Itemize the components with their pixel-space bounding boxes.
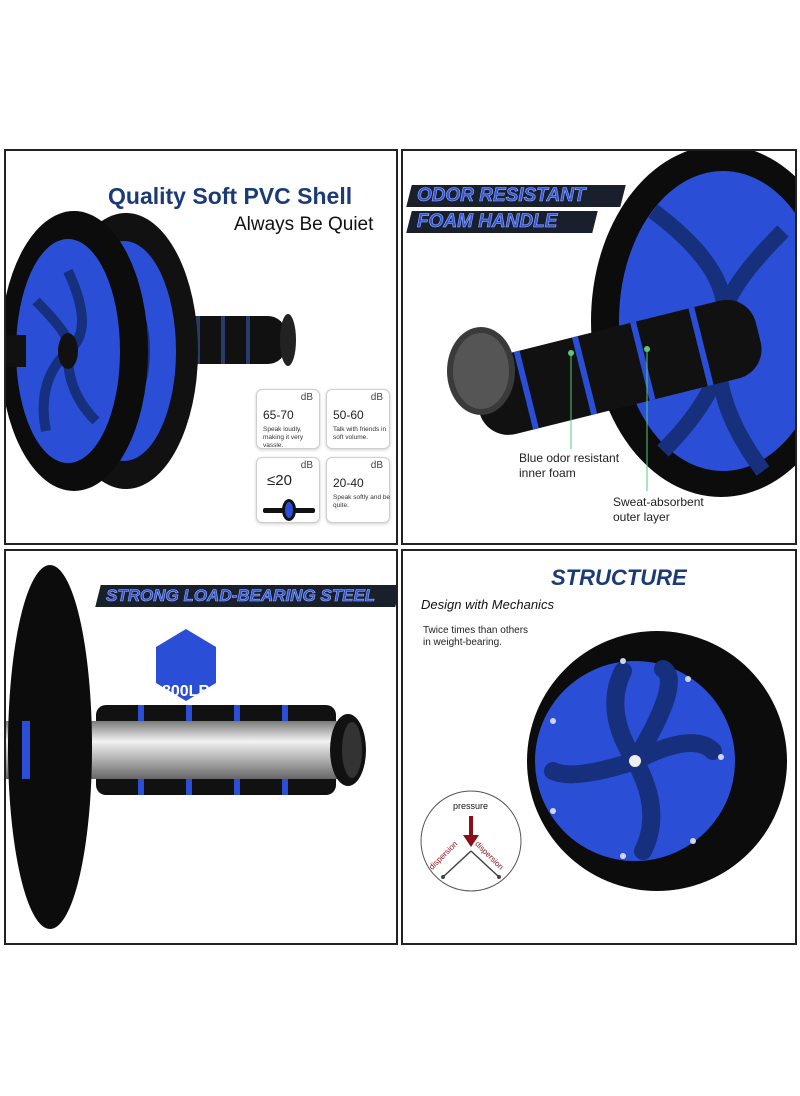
wheel-front-image bbox=[420, 631, 787, 892]
inner-foam-callout: Blue odor resistant inner foam bbox=[519, 451, 620, 480]
pressure-label: pressure bbox=[453, 801, 489, 811]
load-badge-hexagon bbox=[156, 629, 216, 701]
handle-grip bbox=[176, 316, 286, 364]
pvc-subtitle: Always Be Quiet bbox=[234, 214, 374, 235]
panel-foam-handle: ODOR RESISTANT FOAM HANDLE Blue odor res… bbox=[401, 149, 797, 545]
outer-layer-callout: Sweat-absorbent outer layer bbox=[613, 495, 704, 524]
panel-steel: STRONG LOAD-BEARING STEEL 800LB bbox=[4, 549, 398, 945]
steel-banner: STRONG LOAD-BEARING STEEL bbox=[95, 585, 396, 607]
steel-bar-image bbox=[6, 565, 366, 929]
odor-banner-line2: FOAM HANDLE bbox=[406, 211, 598, 233]
mini-roller-icon bbox=[263, 499, 315, 521]
odor-banner-line1: ODOR RESISTANT bbox=[406, 185, 626, 207]
structure-title: STRUCTURE bbox=[551, 565, 687, 590]
noise-card-20: dB ≤20 bbox=[256, 457, 320, 523]
wheel-side-image bbox=[6, 211, 296, 491]
pvc-title: Quality Soft PVC Shell bbox=[108, 183, 353, 209]
noise-card-65-70: dB 65-70 Speak loudly, making it very va… bbox=[256, 389, 320, 449]
foam-handle-image bbox=[447, 151, 795, 497]
noise-card-50-60: dB 50-60 Talk with friends in soft volum… bbox=[326, 389, 390, 449]
panel-pvc-shell: Quality Soft PVC Shell Always Be Quiet d… bbox=[4, 149, 398, 545]
weight-note: Twice times than others in weight-bearin… bbox=[423, 625, 529, 648]
panel-structure: STRUCTURE Design with Mechanics Twice ti… bbox=[401, 549, 797, 945]
structure-subtitle: Design with Mechanics bbox=[421, 597, 554, 612]
noise-card-20-40: dB 20-40 Speak softly and be quite. bbox=[326, 457, 390, 523]
load-badge-text: 800LB bbox=[161, 683, 211, 700]
